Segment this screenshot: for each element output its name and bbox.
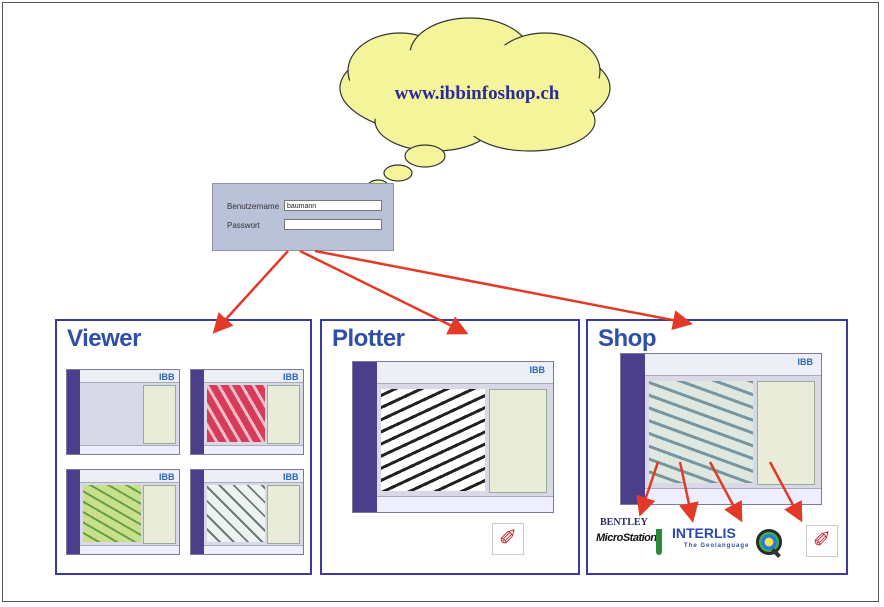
microstation-logo: MicroStation	[596, 532, 657, 544]
viewer-title: Viewer	[67, 325, 141, 352]
shop-title: Shop	[598, 325, 657, 352]
password-field[interactable]	[284, 219, 382, 230]
ibb-logo: IBB	[283, 471, 299, 482]
plotter-panel: Plotter IBB ✐	[320, 319, 580, 575]
bentley-logo: BENTLEY	[600, 517, 648, 528]
plotter-title: Plotter	[332, 325, 405, 352]
microstation-mark-icon	[656, 529, 662, 555]
pdf-icon: ✐	[492, 523, 524, 555]
ibb-logo: IBB	[529, 365, 546, 375]
username-field[interactable]: baumann	[284, 200, 382, 211]
username-label: Benutzername	[227, 202, 280, 211]
viewer-screenshot-1: IBB	[66, 369, 180, 455]
viewer-screenshot-4: IBB	[190, 469, 304, 555]
site-url[interactable]: www.ibbinfoshop.ch	[394, 83, 560, 104]
ibb-logo: IBB	[159, 371, 175, 382]
ibb-logo: IBB	[283, 371, 299, 382]
interlis-subtitle: The Geolanguage	[684, 543, 750, 549]
cloud-shape	[339, 17, 611, 193]
viewer-screenshot-2: IBB	[190, 369, 304, 455]
interlis-logo: INTERLIS	[672, 525, 736, 541]
magnifier-icon	[756, 529, 782, 555]
password-label: Passwort	[227, 221, 260, 230]
login-box: Benutzername baumann Passwort	[212, 183, 394, 251]
shop-screenshot: IBB	[620, 353, 822, 505]
plotter-screenshot: IBB	[352, 361, 554, 513]
viewer-panel: Viewer IBB IBB IBB IBB	[55, 319, 312, 575]
ibb-logo: IBB	[797, 357, 814, 367]
pdf-icon: ✐	[806, 525, 838, 557]
shop-panel: Shop IBB BENTLEY MicroStation INTERLIS T…	[586, 319, 848, 575]
ibb-logo: IBB	[159, 471, 175, 482]
viewer-screenshot-3: IBB	[66, 469, 180, 555]
